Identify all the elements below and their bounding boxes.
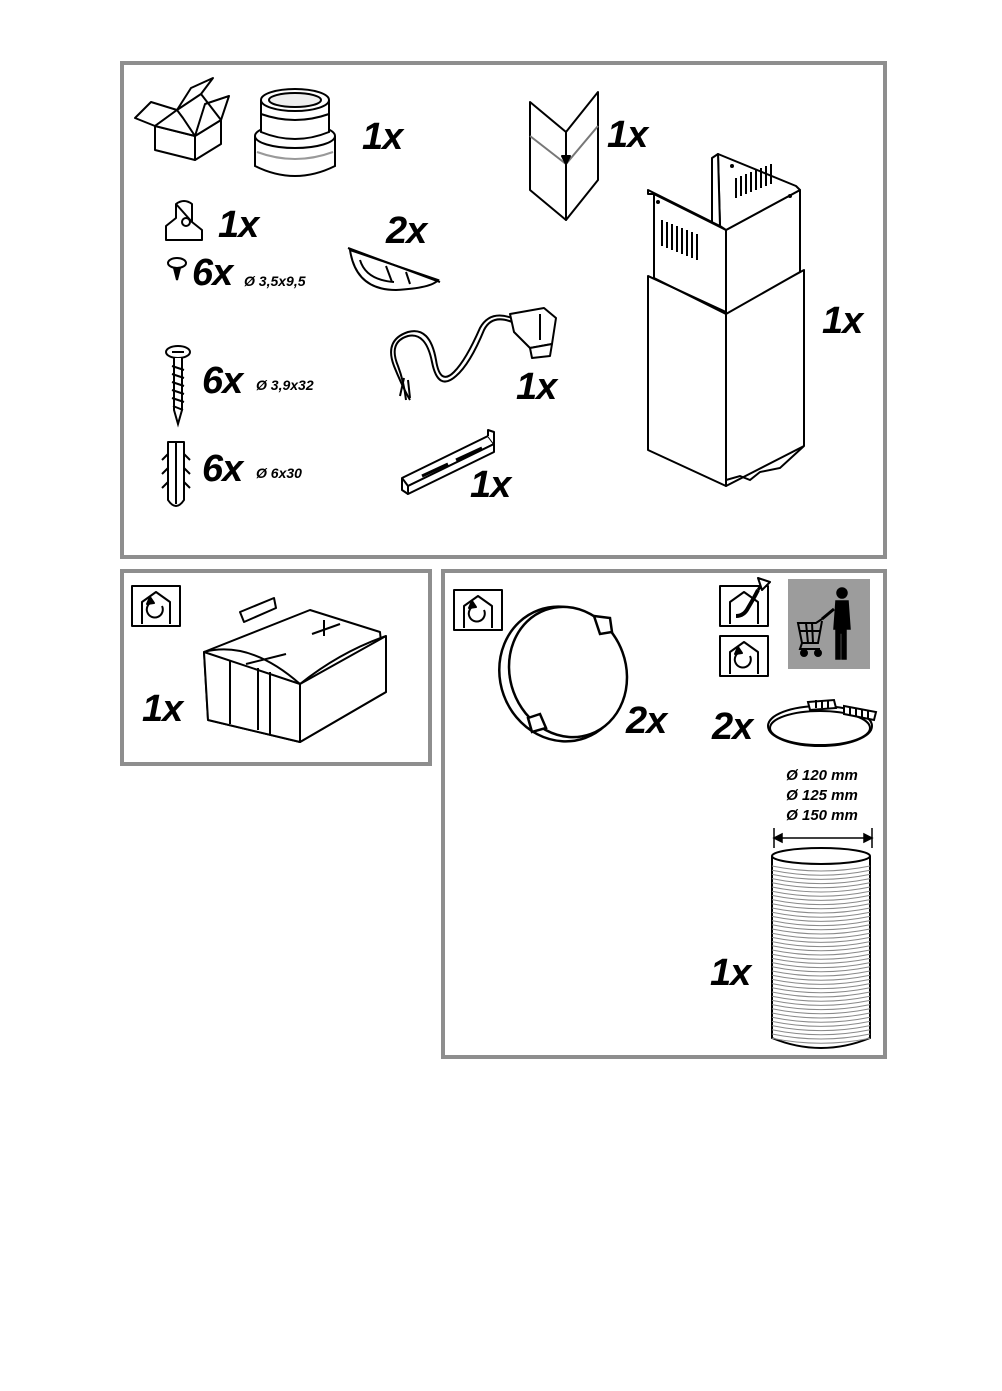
clip-quantity: 1x: [218, 206, 258, 244]
long-screw-icon: [164, 344, 192, 426]
long-screw-quantity: 6x: [202, 362, 242, 400]
duct-adapter-icon: [247, 84, 343, 184]
small-screw-icon: [166, 256, 188, 282]
recirculation-icon: [718, 634, 770, 678]
carbon-filter-quantity: 2x: [626, 702, 666, 740]
air-deflector-icon: [200, 592, 396, 752]
hose-clamp-icon: [764, 692, 878, 752]
long-screw-dimension: Ø 3,9x32: [256, 378, 314, 392]
wall-plug-icon: [160, 436, 192, 514]
diameter-120: Ø 120 mm: [772, 766, 872, 786]
carbon-filter-icon: [496, 600, 632, 746]
extraction-icon: [718, 576, 774, 628]
chimney-cover-quantity: 1x: [822, 302, 862, 340]
recirculation-icon: [130, 584, 182, 628]
clip-icon: [162, 196, 210, 244]
flexible-hose-quantity: 1x: [710, 954, 750, 992]
flexible-hose-icon: [768, 846, 874, 1050]
corner-bracket-quantity: 1x: [607, 116, 647, 154]
small-screw-quantity: 6x: [192, 254, 232, 292]
hose-diameter-list: Ø 120 mm Ø 125 mm Ø 150 mm: [772, 766, 872, 826]
shopping-cart-icon: [788, 579, 870, 669]
wall-plug-quantity: 6x: [202, 450, 242, 488]
corner-bracket-icon: [526, 86, 602, 222]
diameter-150: Ø 150 mm: [772, 806, 872, 826]
chimney-cover-icon: [640, 150, 806, 490]
power-cable-quantity: 1x: [516, 368, 556, 406]
adapter-quantity: 1x: [362, 118, 402, 156]
backflow-valve-icon: [346, 240, 442, 294]
hose-clamp-quantity: 2x: [712, 708, 752, 746]
air-deflector-quantity: 1x: [142, 690, 182, 728]
wall-plug-dimension: Ø 6x30: [256, 466, 302, 480]
diameter-125: Ø 125 mm: [772, 786, 872, 806]
box-icon: [133, 74, 233, 162]
mounting-rail-quantity: 1x: [470, 466, 510, 504]
small-screw-dimension: Ø 3,5x9,5: [244, 274, 306, 288]
